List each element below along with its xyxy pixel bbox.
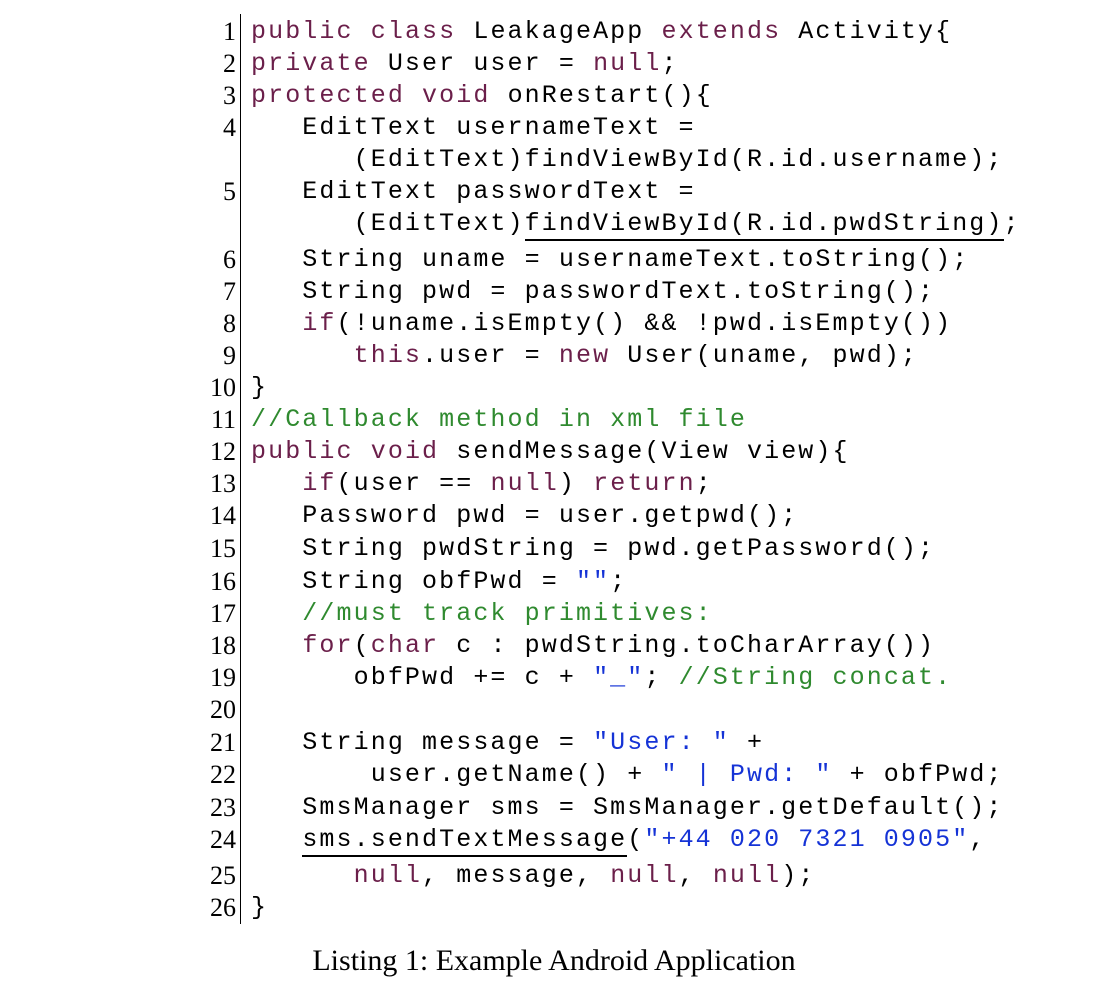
line-number: 1 — [223, 17, 236, 46]
code-line: 10 } — [0, 372, 1108, 404]
code-text: EditText usernameText = — [251, 113, 696, 142]
code-line: 3 protected void onRestart(){ — [0, 80, 1108, 112]
listing-caption: Listing 1: Example Android Application — [312, 944, 796, 977]
code-line: 14 Password pwd = user.getpwd(); — [0, 500, 1108, 532]
code-text: public class LeakageApp extends Activity… — [251, 17, 953, 46]
code-line-continuation: (EditText)findViewById(R.id.pwdString); — [0, 208, 1108, 241]
code-text: this.user = new User(uname, pwd); — [353, 341, 919, 370]
code-line: 17 //must track primitives: — [0, 598, 1108, 630]
code-line: 16 String obfPwd = ""; — [0, 566, 1108, 598]
line-number: 12 — [210, 437, 236, 466]
code-text: protected void onRestart(){ — [251, 81, 713, 110]
line-number: 4 — [223, 113, 236, 142]
code-line: 20 — [0, 694, 1108, 726]
line-number: 2 — [223, 49, 236, 78]
code-line: 6 String uname = usernameText.toString()… — [0, 244, 1108, 276]
code-line: 12 public void sendMessage(View view){ — [0, 436, 1108, 468]
line-number: 18 — [210, 631, 236, 660]
line-number: 3 — [223, 81, 236, 110]
line-number: 5 — [223, 177, 236, 206]
line-number: 9 — [223, 341, 236, 370]
code-text: } — [251, 893, 269, 922]
line-number: 7 — [223, 277, 236, 306]
line-number: 25 — [210, 861, 236, 890]
line-number: 15 — [210, 534, 236, 563]
code-line: 4 EditText usernameText = — [0, 112, 1108, 144]
code-line: 7 String pwd = passwordText.toString(); — [0, 276, 1108, 308]
code-text: private User user = null; — [251, 49, 679, 78]
code-line: 26 } — [0, 892, 1108, 924]
line-number: 19 — [210, 663, 236, 692]
code-text: for(char c : pwdString.toCharArray()) — [302, 631, 936, 660]
code-comment: //Callback method in xml file — [251, 405, 747, 434]
line-number: 23 — [210, 793, 236, 822]
line-number: 20 — [210, 695, 236, 724]
code-line: 21 String message = "User: " + — [0, 727, 1108, 759]
code-text: obfPwd += c + "_"; //String concat. — [251, 663, 953, 692]
line-number: 17 — [210, 599, 236, 628]
line-number: 13 — [210, 469, 236, 498]
line-number: 14 — [210, 501, 236, 530]
code-line: 23 SmsManager sms = SmsManager.getDefaul… — [0, 792, 1108, 824]
code-text: SmsManager sms = SmsManager.getDefault()… — [251, 793, 1004, 822]
code-text: user.getName() + " | Pwd: " + obfPwd; — [251, 760, 1004, 789]
code-line: 5 EditText passwordText = — [0, 176, 1108, 208]
line-number: 8 — [223, 309, 236, 338]
code-text: String message = "User: " + — [251, 728, 765, 757]
code-text: if(!uname.isEmpty() && !pwd.isEmpty()) — [302, 309, 953, 338]
code-text: EditText passwordText = — [251, 177, 696, 206]
code-text: Password pwd = user.getpwd(); — [251, 501, 799, 530]
code-line: 8 if(!uname.isEmpty() && !pwd.isEmpty()) — [0, 308, 1108, 340]
line-number: 16 — [210, 567, 236, 596]
code-text: String pwd = passwordText.toString(); — [251, 277, 936, 306]
sink-underline: sms.sendTextMessage — [302, 825, 628, 857]
code-text: public void sendMessage(View view){ — [251, 437, 850, 466]
code-line-continuation: (EditText)findViewById(R.id.username); — [0, 144, 1108, 176]
code-text: String obfPwd = ""; — [251, 567, 628, 596]
code-text: String uname = usernameText.toString(); — [251, 245, 970, 274]
line-number: 21 — [210, 728, 236, 757]
line-number: 6 — [223, 245, 236, 274]
code-line: 9 this.user = new User(uname, pwd); — [0, 340, 1108, 372]
code-text: String pwdString = pwd.getPassword(); — [251, 534, 936, 563]
line-number: 26 — [210, 893, 236, 922]
code-listing: 1 public class LeakageApp extends Activi… — [0, 14, 1108, 924]
code-text: (EditText)findViewById(R.id.pwdString); — [251, 208, 1021, 241]
code-text: } — [251, 373, 269, 402]
code-text: (EditText)findViewById(R.id.username); — [251, 145, 1004, 174]
code-line: 13 if(user == null) return; — [0, 468, 1108, 500]
code-line: 18 for(char c : pwdString.toCharArray()) — [0, 630, 1108, 662]
code-line: 11 //Callback method in xml file — [0, 404, 1108, 436]
code-text: if(user == null) return; — [302, 469, 713, 498]
code-line: 2 private User user = null; — [0, 48, 1108, 80]
code-line: 25 null, message, null, null); — [0, 860, 1108, 892]
line-number-rule — [240, 14, 241, 924]
code-line: 24 sms.sendTextMessage("+44 020 7321 090… — [0, 824, 1108, 857]
line-number: 10 — [210, 373, 236, 402]
source-underline: findViewById(R.id.pwdString) — [524, 209, 1004, 241]
line-number: 11 — [210, 405, 236, 434]
code-line: 1 public class LeakageApp extends Activi… — [0, 16, 1108, 48]
code-line: 22 user.getName() + " | Pwd: " + obfPwd; — [0, 759, 1108, 791]
line-number: 22 — [210, 760, 236, 789]
code-line: 15 String pwdString = pwd.getPassword(); — [0, 533, 1108, 565]
code-text: sms.sendTextMessage("+44 020 7321 0905", — [251, 824, 986, 857]
code-text: null, message, null, null); — [353, 861, 816, 890]
code-comment: //must track primitives: — [251, 599, 713, 628]
line-number: 24 — [210, 825, 236, 854]
code-line: 19 obfPwd += c + "_"; //String concat. — [0, 662, 1108, 694]
